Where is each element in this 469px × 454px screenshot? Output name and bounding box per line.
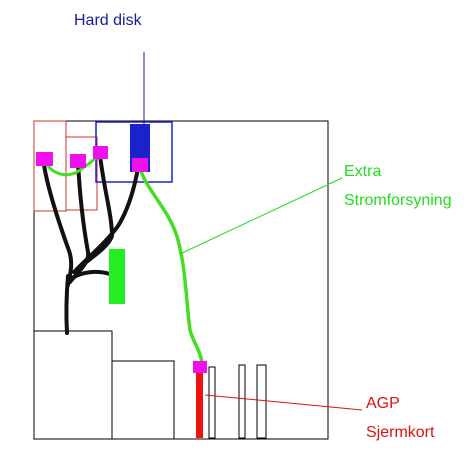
green-cable-small (44, 152, 102, 177)
connector-3 (93, 146, 108, 159)
connector-agp (193, 361, 207, 373)
extra-power-label-line2: Stromforsyning (344, 192, 452, 209)
hard-disk-label: Hard disk (74, 12, 142, 29)
green-component-block (109, 249, 125, 304)
extra-power-cable (138, 166, 204, 368)
pci-slot-1 (208, 366, 216, 439)
extra-power-label-line1: Extra (344, 163, 382, 180)
pci-slot-3 (256, 364, 267, 439)
black-cables (42, 153, 140, 335)
connector-2 (70, 154, 86, 168)
agp-label-line2: Sjermkort (366, 424, 435, 441)
extra-power-pointer-line (179, 177, 343, 255)
connector-4 (132, 158, 148, 172)
connector-1 (36, 152, 53, 166)
psu-block-large (33, 330, 113, 440)
agp-card (196, 373, 203, 438)
case-outline (33, 120, 329, 440)
agp-pointer-line (204, 394, 363, 411)
agp-label-line1: AGP (366, 395, 400, 412)
pci-slot-2 (238, 364, 246, 439)
psu-block-small (111, 360, 175, 440)
